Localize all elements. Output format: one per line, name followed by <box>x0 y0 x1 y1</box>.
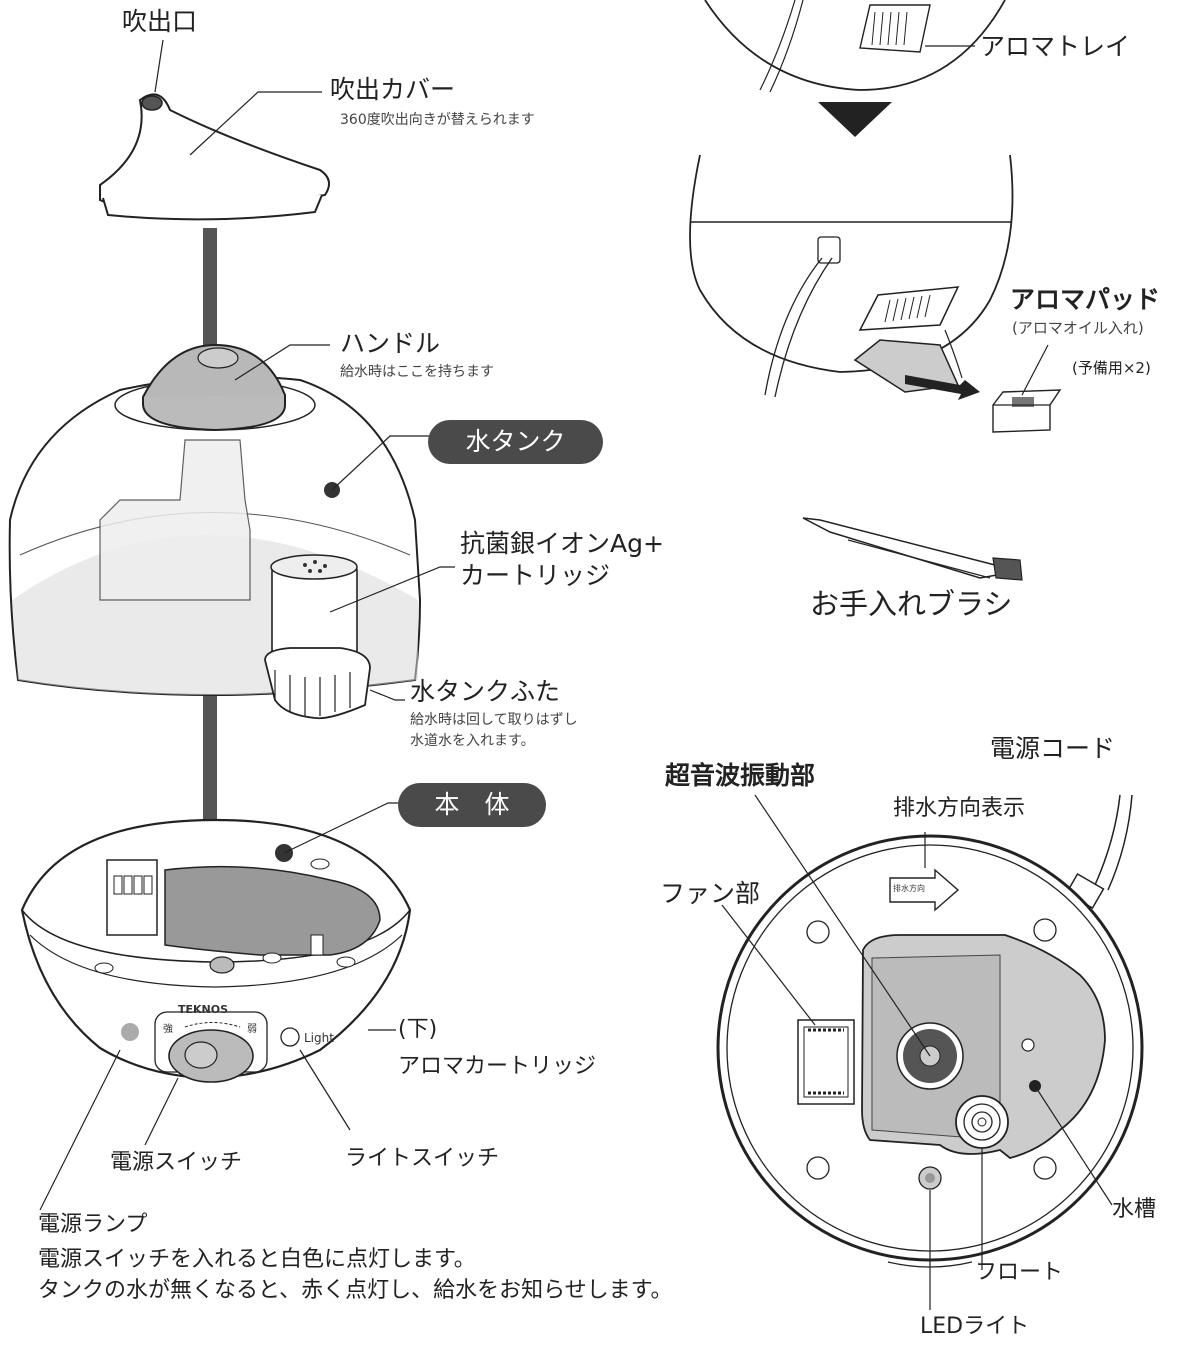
ultrasonic-label: 超音波振動部 <box>665 761 816 790</box>
cartridge-label-line2: カートリッジ <box>460 561 611 590</box>
aroma-tray-top-illustration <box>704 0 1006 93</box>
water-tank-label: 水槽 <box>1112 1197 1157 1222</box>
aroma-cartridge-label-line2: アロマカートリッジ <box>398 1054 597 1079</box>
brand-mark: TEKNOS <box>178 1003 229 1016</box>
cleaning-brush-illustration <box>802 517 1023 581</box>
tank-cap-label: 水タンクふた <box>410 677 561 706</box>
drain-direction-label: 排水方向表示 <box>893 796 1026 821</box>
body-pill: 本 体 <box>398 783 546 827</box>
cover-note: 360度吹出向きが替えられます <box>340 112 535 128</box>
lamp-note-line1: 電源スイッチを入れると白色に点灯します。 <box>38 1247 476 1272</box>
power-cord-label: 電源コード <box>990 734 1116 763</box>
cover-label: 吹出カバー <box>330 75 456 104</box>
handle-note: 給水時はここを持ちます <box>340 364 494 380</box>
drain-direction-tag: 排水方向 <box>893 884 925 893</box>
light-switch-label: ライトスイッチ <box>345 1146 500 1171</box>
tank-pill: 水タンク <box>428 420 603 464</box>
down-triangle-arrow <box>818 102 892 137</box>
power-switch-label: 電源スイッチ <box>110 1150 243 1175</box>
float-label: フロート <box>975 1260 1064 1285</box>
aroma-pad-note: (アロマオイル入れ) <box>1012 319 1144 337</box>
aroma-tray-label: アロマトレイ <box>980 32 1131 61</box>
weak-mark: 弱 <box>247 1024 257 1035</box>
water-tank-illustration <box>8 343 422 720</box>
aroma-cartridge-label-line1: (下) <box>398 1017 438 1042</box>
cartridge-label-line1: 抗菌銀イオンAg+ <box>460 529 664 558</box>
aroma-pad-label: アロマパッド <box>1010 285 1161 314</box>
spare-note: (予備用×2) <box>1072 359 1151 377</box>
outlet-cover-illustration <box>99 93 330 221</box>
tank-cap-note-line2: 水道水を入れます。 <box>410 733 535 749</box>
lamp-note-line2: タンクの水が無くなると、赤く点灯し、給水をお知らせします。 <box>38 1278 673 1303</box>
led-label: LEDライト <box>920 1314 1030 1339</box>
power-lamp-label: 電源ランプ <box>38 1212 148 1237</box>
brush-label: お手入れブラシ <box>810 587 1013 621</box>
outlet-label: 吹出口 <box>122 7 198 36</box>
light-mark: Light <box>304 1031 334 1045</box>
fan-label: ファン部 <box>660 879 761 908</box>
tank-cap-note-line1: 給水時は回して取りはずし <box>410 712 578 728</box>
handle-label: ハンドル <box>340 329 441 358</box>
aroma-pad-removal-illustration <box>689 154 1062 433</box>
underside-view-illustration <box>716 794 1144 1268</box>
main-body-illustration <box>20 818 412 1083</box>
strong-mark: 強 <box>163 1024 173 1035</box>
